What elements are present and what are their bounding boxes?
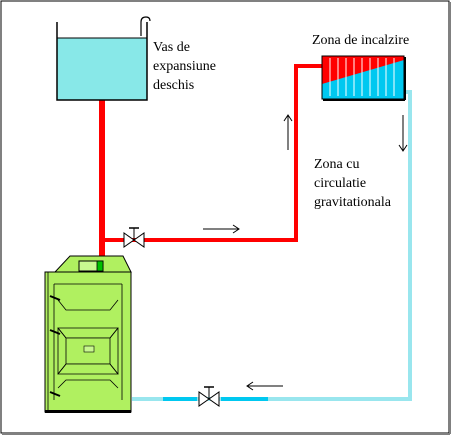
arrow-right [203, 224, 240, 234]
expansion-tank [56, 16, 151, 101]
boiler-upper-door [57, 299, 119, 311]
return-pipe-line [132, 90, 412, 401]
boiler-peephole [83, 345, 95, 353]
arrow-down [398, 115, 408, 152]
gravity-zone-label: Zona cu circulatie gravitationala [314, 155, 391, 212]
arrow-left [246, 381, 283, 391]
gravity-zone-label-line2: circulatie [314, 176, 367, 191]
return-pipe [132, 90, 412, 401]
heating-zone-label: Zona de incalzire [312, 33, 410, 48]
supply-valve [123, 227, 145, 248]
gravity-zone-label-line1: Zona cu [314, 157, 360, 172]
flow-arrows [203, 114, 408, 391]
expansion-tank-label: Vas de expansiune deschis [153, 38, 216, 95]
expansion-tank-label-line3: deschis [153, 78, 195, 93]
ash-door-handle [49, 391, 61, 397]
overflow-pipe [140, 16, 151, 36]
boiler-top-hatch-handle [96, 260, 104, 272]
gravity-zone-label-line3: gravitationala [314, 195, 391, 210]
tank-walls [56, 22, 148, 101]
arrow-up [283, 114, 293, 150]
boiler-base [45, 410, 131, 413]
boiler-ash-door [57, 379, 119, 389]
expansion-tank-label-line2: expansiune [153, 59, 216, 74]
supply-pipe-line [102, 64, 322, 242]
boiler [44, 255, 132, 413]
upper-door-handle [49, 295, 61, 301]
radiator-fins [329, 58, 395, 96]
radiator-hot-part [322, 56, 404, 84]
expansion-tank-label-line1: Vas de [153, 40, 190, 55]
firebox-door-handle [49, 329, 61, 335]
return-valve [198, 386, 220, 407]
radiator [321, 55, 406, 101]
tank-water [57, 38, 147, 100]
supply-pipe [99, 64, 322, 262]
